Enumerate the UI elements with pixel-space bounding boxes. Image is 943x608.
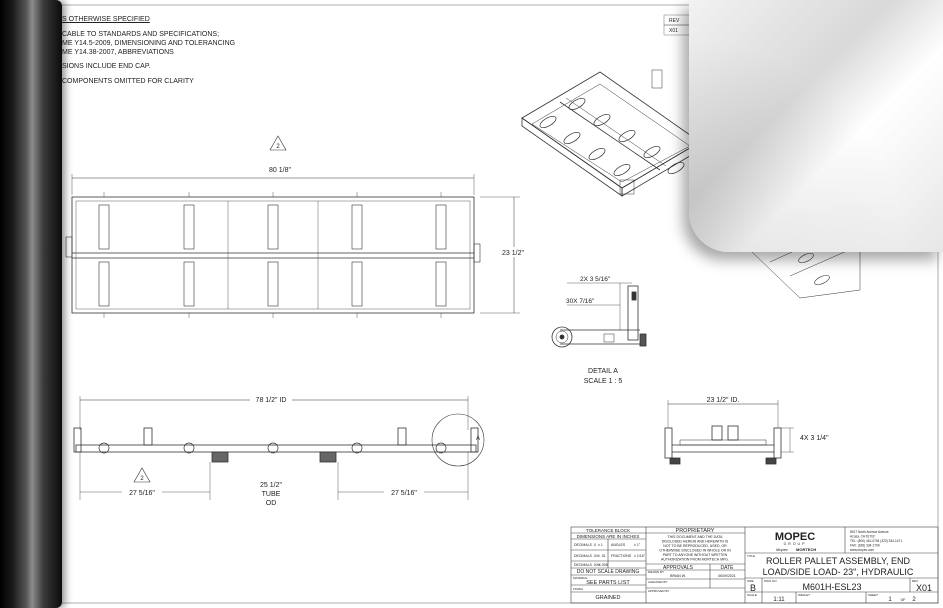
svg-text:MATERIAL: MATERIAL — [573, 576, 588, 580]
svg-text:DECIMALS .XX: DECIMALS .XX — [574, 554, 599, 558]
tolerance-subtitle: DIMENSIONS ARE IN INCHES — [577, 534, 640, 539]
svg-text:± 1°: ± 1° — [634, 543, 641, 547]
svg-text:8917 North Avenue Avenue: 8917 North Avenue Avenue — [850, 530, 889, 534]
sheet-total: 2 — [912, 597, 916, 603]
top-view — [65, 174, 520, 318]
drawn-date: 06/09/2021 — [718, 574, 736, 578]
top-width-dimension: 23 1/2" — [502, 250, 524, 257]
sheet-number: 1 — [888, 597, 892, 603]
svg-text:FRACTIONS: FRACTIONS — [611, 554, 632, 558]
svg-text:FINISH: FINISH — [573, 587, 583, 591]
note-flag-front: 2 — [133, 467, 151, 483]
finish-value: GRAINED — [595, 595, 620, 601]
svg-text:DRAWN BY: DRAWN BY — [648, 570, 664, 574]
svg-text:PART TO ANYONE WITHOUT WRITTEN: PART TO ANYONE WITHOUT WRITTEN — [663, 553, 728, 557]
svg-text:ANGLES: ANGLES — [611, 543, 626, 547]
drawn-by: BRIAN W. — [670, 574, 686, 578]
svg-text:± 1: ± 1 — [598, 543, 603, 547]
side-id-dimension: 23 1/2" ID. — [707, 397, 740, 404]
svg-text:MORTECH: MORTECH — [796, 547, 816, 552]
note-line-3: ME Y14.5-2009, DIMENSIONING AND TOLERANC… — [62, 40, 236, 47]
detail-dimension-2: 30X 7/16" — [566, 298, 595, 305]
svg-text:2: 2 — [276, 144, 280, 150]
svg-text:Mopec: Mopec — [776, 547, 788, 552]
rev-value: X01 — [669, 28, 678, 34]
material-value: SEE PARTS LIST — [586, 580, 630, 586]
note-line-4: ME Y14.38-2007, ABBREVIATIONS — [62, 49, 174, 56]
drawing-number: M601H-ESL23 — [802, 582, 861, 592]
svg-text:www.mopec.com: www.mopec.com — [850, 548, 874, 552]
binding-spine — [0, 0, 62, 608]
svg-text:DECIMALS .X: DECIMALS .X — [574, 543, 597, 547]
svg-text:NOT TO BE REPRODUCED, USED, OR: NOT TO BE REPRODUCED, USED, OR — [663, 544, 727, 548]
drawing-revision: X01 — [916, 583, 932, 593]
drawing-scale: 1:11 — [773, 597, 785, 603]
page-curl[interactable] — [689, 0, 943, 252]
tube-od-dimension-3: OD — [266, 500, 277, 507]
rev-header: REV — [669, 18, 680, 24]
svg-text:MOPEC: MOPEC — [775, 531, 815, 543]
tolerance-title: TOLERANCE BLOCK — [586, 528, 630, 533]
svg-text:± .005: ± .005 — [598, 563, 608, 567]
side-view — [664, 400, 794, 465]
sheet-size: B — [750, 583, 756, 593]
detail-callout-letter: A — [476, 436, 480, 442]
svg-text:TITLE: TITLE — [747, 554, 755, 558]
title-block: TOLERANCE BLOCK DIMENSIONS ARE IN INCHES… — [570, 526, 939, 604]
svg-text:CHECKED BY: CHECKED BY — [648, 580, 668, 584]
svg-text:TEL: (800) 410-0754 (323) 334-: TEL: (800) 410-0754 (323) 334-1471 — [850, 539, 902, 543]
svg-text:GROUP: GROUP — [784, 542, 807, 546]
svg-text:Azusa, CA 91702: Azusa, CA 91702 — [850, 535, 875, 539]
svg-text:2: 2 — [140, 476, 144, 482]
svg-text:WEIGHT: WEIGHT — [798, 593, 810, 597]
side-height-dimension: 4X 3 1/4" — [800, 435, 829, 442]
svg-text:± 1/16": ± 1/16" — [634, 554, 646, 558]
tube-od-dimension-2: TUBE — [262, 491, 281, 498]
svg-text:± .01: ± .01 — [598, 554, 606, 558]
svg-text:OF: OF — [901, 598, 906, 602]
detail-scale: SCALE 1 : 5 — [584, 378, 623, 385]
svg-text:THIS DOCUMENT AND THE DATA: THIS DOCUMENT AND THE DATA — [668, 535, 724, 539]
svg-text:SHEET: SHEET — [868, 593, 878, 597]
right-offset-dimension: 27 5/16" — [391, 490, 417, 497]
note-line-6: COMPONENTS OMITTED FOR CLARITY — [62, 78, 194, 85]
mopec-logo: MOPEC GROUP Mopec MORTECH — [775, 531, 817, 552]
left-offset-dimension: 27 5/16" — [129, 490, 155, 497]
svg-text:DECIMALS .XXX: DECIMALS .XXX — [574, 563, 602, 567]
svg-text:REV: REV — [912, 579, 918, 583]
svg-text:DISCLOSED HEREIN AND HEREWITH: DISCLOSED HEREIN AND HEREWITH IS — [662, 540, 729, 544]
note-line-5: SIONS INCLUDE END CAP. — [62, 63, 151, 70]
drawing-title-line-2: LOAD/SIDE LOAD- 23", HYDRAULIC — [763, 567, 914, 577]
svg-text:SIZE: SIZE — [747, 579, 754, 583]
approvals-label: APPROVALS — [663, 565, 694, 571]
note-line-2: CABLE TO STANDARDS AND SPECIFICATIONS; — [62, 31, 220, 38]
svg-text:DWG NO: DWG NO — [764, 579, 777, 583]
detail-dimension-1: 2X 3 5/16" — [580, 276, 611, 283]
svg-text:AUTHORIZATION FROM MORTECH MFG: AUTHORIZATION FROM MORTECH MFG. — [661, 558, 729, 562]
note-flag-top: 2 — [269, 135, 287, 151]
top-length-dimension: 80 1/8" — [269, 167, 291, 174]
tube-od-dimension-1: 25 1/2" — [260, 482, 282, 489]
date-label: DATE — [721, 565, 735, 571]
svg-text:SCALE: SCALE — [747, 593, 757, 597]
proprietary-title: PROPRIETARY — [676, 528, 715, 534]
detail-a-view — [551, 282, 647, 348]
note-line-1: S OTHERWISE SPECIFIED — [62, 16, 150, 23]
drawing-title-line-1: ROLLER PALLET ASSEMBLY, END — [766, 556, 910, 566]
svg-text:APPROVED BY: APPROVED BY — [648, 589, 670, 593]
front-id-dimension: 78 1/2" ID — [256, 397, 287, 404]
svg-text:FAX: (626) 334-1706: FAX: (626) 334-1706 — [850, 544, 880, 548]
detail-title: DETAIL A — [588, 368, 618, 375]
svg-text:OTHERWISE DISCLOSED IN WHOLE O: OTHERWISE DISCLOSED IN WHOLE OR IN — [659, 549, 731, 553]
do-not-scale: DO NOT SCALE DRAWING — [577, 569, 640, 575]
